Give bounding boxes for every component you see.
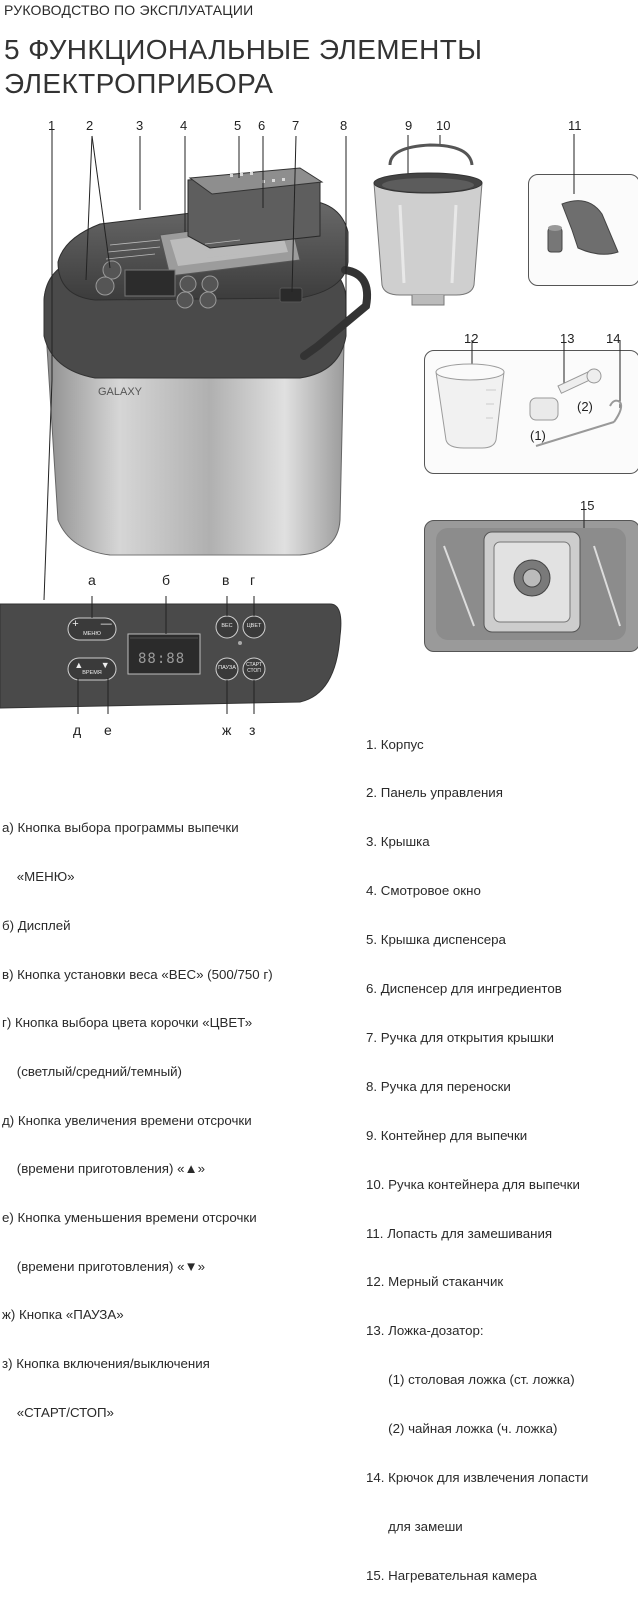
scoop-label-2: (2) bbox=[577, 399, 593, 414]
buttons-list-item: з) Кнопка включения/выключения bbox=[2, 1356, 210, 1372]
buttons-list-item: (времени приготовления) «▲» bbox=[2, 1161, 206, 1177]
scoop-label-1: (1) bbox=[530, 428, 546, 443]
callout-14: 14 bbox=[606, 331, 621, 346]
panel-letter-a: а bbox=[88, 572, 96, 588]
buttons-list-item: (времени приготовления) «▼» bbox=[2, 1258, 206, 1274]
start-label: СТАРТ bbox=[246, 662, 262, 668]
buttons-list-item: (светлый/средний/темный) bbox=[2, 1063, 182, 1079]
menu-button[interactable]: МЕНЮ bbox=[83, 631, 101, 637]
kneading-paddle-illustration bbox=[547, 134, 619, 255]
color-button[interactable]: ЦВЕТ bbox=[246, 623, 262, 629]
callout-3: 3 bbox=[136, 118, 144, 133]
parts-list-item: 14. Крючок для извлечения лопасти bbox=[366, 1469, 589, 1485]
callout-8: 8 bbox=[340, 118, 348, 133]
buttons-list-item: ж) Кнопка «ПАУЗА» bbox=[2, 1307, 124, 1323]
callout-2: 2 bbox=[86, 118, 94, 133]
parts-list-item: 12. Мерный стаканчик bbox=[366, 1274, 504, 1290]
section-label: РУКОВОДСТВО ПО ЭКСПЛУАТАЦИИ bbox=[4, 2, 254, 18]
buttons-list-item: «СТАРТ/СТОП» bbox=[2, 1404, 114, 1420]
parts-list: 1. Корпус 2. Панель управления 3. Крышка… bbox=[366, 704, 588, 1600]
panel-letter-d: д bbox=[73, 722, 82, 738]
pause-button[interactable]: ПАУЗА bbox=[218, 665, 236, 671]
callout-9: 9 bbox=[405, 118, 413, 133]
buttons-list-item: д) Кнопка увеличения времени отсрочки bbox=[2, 1112, 252, 1128]
callout-5: 5 bbox=[234, 118, 242, 133]
panel-letter-g: г bbox=[250, 572, 256, 588]
plus-glyph: + bbox=[72, 618, 79, 630]
buttons-list-item: г) Кнопка выбора цвета корочки «ЦВЕТ» bbox=[2, 1015, 253, 1031]
start-stop-button[interactable]: СТАРТ СТОП bbox=[243, 662, 265, 674]
bread-maker-illustration: GALAXY bbox=[43, 130, 371, 601]
panel-letter-zh: ж bbox=[222, 722, 232, 738]
callout-7: 7 bbox=[292, 118, 300, 133]
accessories-illustration bbox=[435, 340, 623, 449]
baking-pan-illustration bbox=[373, 135, 483, 306]
brand-logo-text: GALAXY bbox=[98, 386, 143, 398]
parts-list-item: 15. Нагревательная камера bbox=[366, 1567, 537, 1583]
parts-list-item: (1) столовая ложка (ст. ложка) bbox=[366, 1372, 575, 1388]
buttons-list: а) Кнопка выбора программы выпечки «МЕНЮ… bbox=[2, 788, 273, 1437]
control-panel-closeup bbox=[0, 596, 342, 714]
parts-list-item: для замеши bbox=[366, 1518, 463, 1534]
parts-list-item: 7. Ручка для открытия крышки bbox=[366, 1029, 554, 1045]
callout-4: 4 bbox=[180, 118, 188, 133]
plus-minus-glyphs: + — bbox=[68, 618, 116, 630]
parts-list-item: (2) чайная ложка (ч. ложка) bbox=[366, 1421, 558, 1437]
minus-glyph: — bbox=[100, 618, 112, 630]
page-title-line-1: 5 ФУНКЦИОНАЛЬНЫЕ ЭЛЕМЕНТЫ bbox=[4, 34, 483, 65]
time-arrows: ▲ ▼ bbox=[74, 660, 110, 670]
parts-list-item: 4. Смотровое окно bbox=[366, 883, 481, 899]
parts-list-item: 13. Ложка-дозатор: bbox=[366, 1323, 484, 1339]
buttons-list-item: е) Кнопка уменьшения времени отсрочки bbox=[2, 1210, 257, 1226]
panel-letter-z: з bbox=[249, 722, 256, 738]
buttons-list-item: а) Кнопка выбора программы выпечки bbox=[2, 820, 239, 836]
parts-list-item: 8. Ручка для переноски bbox=[366, 1078, 511, 1094]
parts-list-item: 10. Ручка контейнера для выпечки bbox=[366, 1176, 580, 1192]
parts-list-item: 3. Крышка bbox=[366, 834, 430, 850]
parts-list-item: 2. Панель управления bbox=[366, 785, 503, 801]
parts-list-item: 5. Крышка диспенсера bbox=[366, 932, 506, 948]
parts-list-item: 11. Лопасть для замешивания bbox=[366, 1225, 553, 1241]
parts-list-item: 6. Диспенсер для ингредиентов bbox=[366, 981, 562, 997]
buttons-list-item: в) Кнопка установки веса «ВЕС» (500/750 … bbox=[2, 966, 273, 982]
parts-list-item: 1. Корпус bbox=[366, 736, 424, 752]
callout-11: 11 bbox=[568, 118, 582, 133]
panel-letter-b: б bbox=[162, 572, 171, 588]
buttons-list-item: б) Дисплей bbox=[2, 917, 71, 933]
stop-label: СТОП bbox=[247, 668, 261, 674]
heating-chamber-illustration bbox=[436, 506, 626, 640]
callout-6: 6 bbox=[258, 118, 266, 133]
parts-list-item: 9. Контейнер для выпечки bbox=[366, 1127, 528, 1143]
weight-button[interactable]: ВЕС bbox=[221, 623, 233, 629]
panel-letter-v: в bbox=[222, 572, 230, 588]
page-title-line-2: ЭЛЕКТРОПРИБОРА bbox=[4, 68, 274, 99]
callout-12: 12 bbox=[464, 331, 479, 346]
buttons-list-item: «МЕНЮ» bbox=[2, 869, 75, 885]
time-button[interactable]: ВРЕМЯ bbox=[82, 670, 102, 676]
callout-1: 1 bbox=[48, 118, 56, 133]
callout-10: 10 bbox=[436, 118, 451, 133]
panel-letter-e: е bbox=[104, 722, 112, 738]
display-digits: 88:88 bbox=[138, 651, 186, 667]
